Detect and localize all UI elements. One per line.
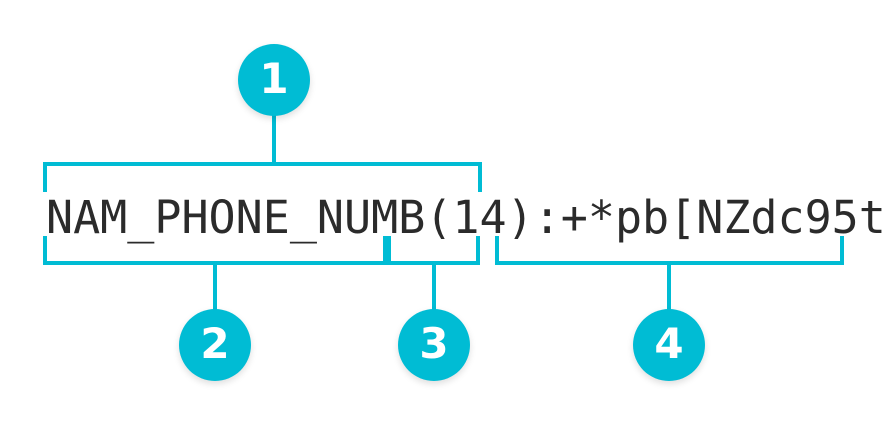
- annotation-badge-1[interactable]: 1: [238, 44, 310, 116]
- field-length-segment: (14): [425, 190, 534, 244]
- annotation-badge-2[interactable]: 2: [179, 309, 251, 381]
- annotation-badge-2-label: 2: [200, 319, 230, 368]
- annotation-badge-1-label: 1: [259, 54, 289, 103]
- field-name-segment: NAM_PHONE_NUMB: [46, 190, 426, 244]
- annotation-badge-3-label: 3: [419, 319, 449, 368]
- annotation-badge-4[interactable]: 4: [633, 309, 705, 381]
- annotation-badge-4-label: 4: [654, 319, 684, 368]
- field-string: NAM_PHONE_NUMB(14):+*pb[NZdc95tLB: [0, 186, 890, 248]
- field-value-segment: :+*pb[NZdc95tLB: [533, 190, 890, 244]
- annotation-badge-3[interactable]: 3: [398, 309, 470, 381]
- bracket-1: [43, 113, 482, 192]
